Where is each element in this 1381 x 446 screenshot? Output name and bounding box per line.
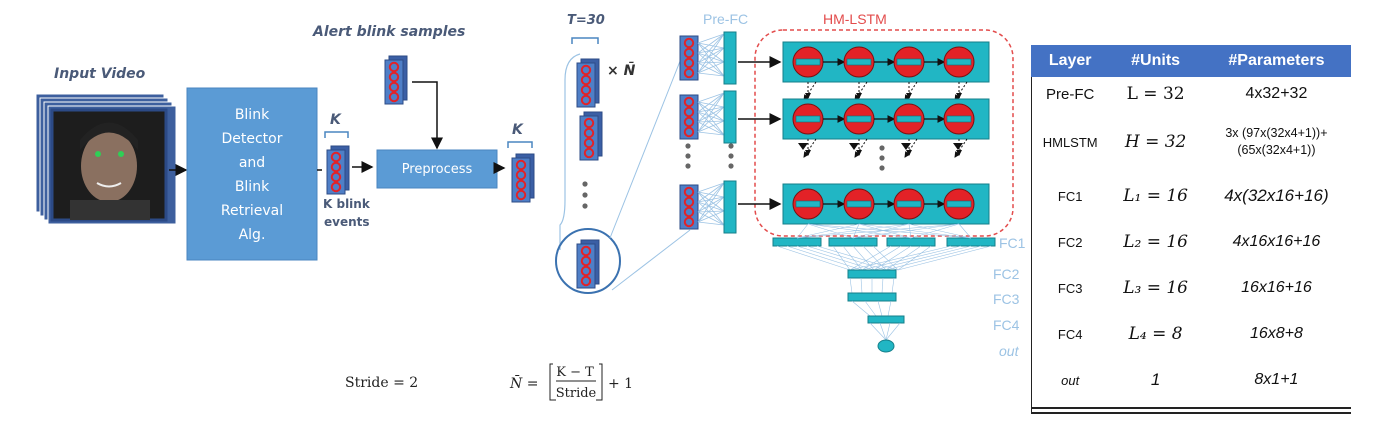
k-blink-events-label-1: K blink: [323, 197, 371, 211]
table-row: FC4 L₄ = 8 16x8+8: [1057, 324, 1303, 344]
lstm-cell: [792, 103, 824, 135]
table-row: out 1 8x1+1: [1061, 370, 1299, 389]
svg-text:K − T: K − T: [556, 365, 594, 380]
selected-window-circle: [555, 228, 621, 294]
pre-fc-label: Pre-FC: [703, 11, 748, 27]
table-bottom-rule: [1031, 407, 1351, 409]
lstm-cell: [943, 46, 975, 78]
pre-fc-row: [679, 31, 737, 85]
fc1-unit: [828, 237, 878, 247]
alert-blink-sample: [384, 55, 408, 105]
svg-text:Blink: Blink: [235, 179, 270, 195]
preprocess-box: Preprocess: [376, 149, 498, 189]
svg-text:N̄ =: N̄ =: [509, 374, 538, 392]
lstm-cell: [843, 188, 875, 220]
fc-layers: [772, 223, 996, 353]
lstm-cell: [792, 46, 824, 78]
t30-label: T=30: [567, 13, 605, 28]
down-arrow-mark: [798, 143, 808, 150]
k-label-left: K: [330, 112, 342, 128]
parameter-table: Layer #Units #Parameters Pre-FC L = 32 4…: [1031, 45, 1351, 415]
header-parameters: #Parameters: [1201, 45, 1351, 77]
sliding-windows: [576, 58, 603, 289]
window-sample-3: [576, 239, 600, 289]
pre-fc-layer: [679, 31, 737, 234]
table-row: FC2 L₂ = 16 4x16x16+16: [1057, 232, 1321, 252]
k-blink-events-label-2: events: [324, 215, 370, 229]
svg-text:+ 1: + 1: [608, 376, 633, 392]
alert-samples-stack: [384, 55, 408, 105]
table-left-border: [1031, 45, 1032, 412]
k-label-right: K: [512, 122, 524, 138]
table-row: Pre-FC L = 32 4x32+32: [1046, 84, 1308, 104]
header-layer: Layer: [1031, 45, 1110, 77]
window-dots: [582, 181, 588, 209]
down-arrow-mark: [849, 143, 859, 150]
svg-text:Preprocess: Preprocess: [402, 162, 473, 177]
lstm-cell: [843, 46, 875, 78]
hm-lstm-dashed-region: [754, 29, 1014, 237]
svg-text:Retrieval: Retrieval: [221, 203, 283, 219]
fc4-unit: [867, 315, 905, 324]
fc4-label: FC4: [993, 317, 1020, 333]
blink-detector-box: Blink Detector and Blink Retrieval Alg.: [186, 87, 318, 261]
lstm-cell: [893, 188, 925, 220]
hm-lstm-layers: [738, 41, 990, 225]
hm-lstm-layer: [738, 98, 990, 158]
lstm-cell: [943, 103, 975, 135]
lstm-cell: [792, 188, 824, 220]
svg-text:Detector: Detector: [221, 131, 282, 147]
lstm-cell: [893, 46, 925, 78]
table-header-row: Layer #Units #Parameters: [1031, 45, 1351, 77]
fc2-label: FC2: [993, 266, 1020, 282]
fc3-label: FC3: [993, 291, 1020, 307]
k-blink-events-stack: [326, 145, 350, 195]
table-row: FC3 L₃ = 16 16x16+16: [1057, 278, 1312, 298]
fc1-label: FC1: [999, 235, 1026, 251]
table-bottom-rule-2: [1031, 412, 1351, 414]
hm-lstm-layer: [738, 183, 990, 225]
arrow-alert-to-preprocess: [412, 81, 443, 150]
table-row: HMLSTM H = 32 3x (97x(32x4+1))+ (65x(32x…: [1042, 126, 1328, 157]
hm-lstm-layer: [738, 41, 990, 101]
input-video-label: Input Video: [54, 66, 146, 82]
lstm-cell: [843, 103, 875, 135]
times-n-label: × N̄: [607, 60, 636, 79]
pre-fc-row: [679, 90, 737, 144]
n-bar-formula: N̄ = K − T Stride + 1: [509, 363, 633, 401]
fc1-unit: [946, 237, 996, 247]
window-sample-2: [579, 111, 603, 161]
pre-fc-row: [679, 180, 737, 234]
hm-lstm-label: HM-LSTM: [823, 11, 887, 27]
out-label: out: [999, 343, 1020, 359]
output-unit: [877, 339, 895, 353]
fc1-unit: [772, 237, 822, 247]
k-blink-sample: [326, 145, 350, 195]
svg-text:Alg.: Alg.: [239, 227, 266, 243]
down-arrow-mark: [953, 143, 963, 150]
table-row: FC1 L₁ = 16 4x(32x16+16): [1057, 186, 1329, 206]
window-sample-1: [576, 58, 600, 108]
preprocessed-sample: [511, 153, 535, 203]
header-units: #Units: [1109, 45, 1202, 77]
down-arrow-mark: [901, 143, 911, 150]
lstm-cell: [943, 188, 975, 220]
svg-text:Stride: Stride: [556, 386, 597, 401]
fc1-unit: [886, 237, 936, 247]
svg-text:and: and: [239, 155, 265, 171]
fc3-unit: [847, 292, 897, 302]
svg-text:Blink: Blink: [235, 107, 270, 123]
stride-label: Stride = 2: [345, 375, 418, 391]
alert-blink-samples-label: Alert blink samples: [312, 24, 465, 40]
input-video-frames: [35, 93, 177, 225]
fc2-unit: [847, 269, 897, 279]
preprocessed-stack: [511, 153, 535, 203]
lstm-cell: [893, 103, 925, 135]
